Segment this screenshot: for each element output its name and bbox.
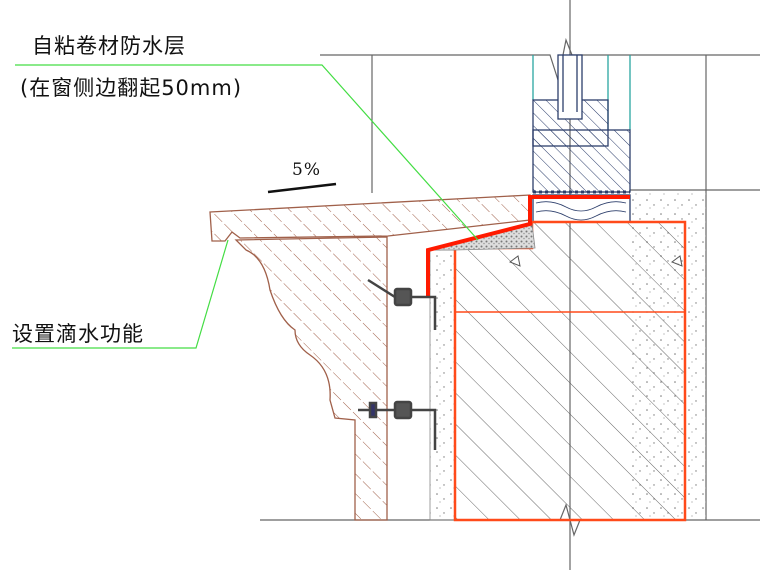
leader-lines xyxy=(12,64,479,349)
slope-arrow-icon xyxy=(267,182,337,194)
anchor-bolt xyxy=(358,278,437,450)
membrane-note: (在窗侧边翻起50mm) xyxy=(20,76,243,100)
waterproof-membrane xyxy=(426,195,630,298)
membrane-label: 自粘卷材防水层 xyxy=(32,34,186,58)
wall-block xyxy=(453,220,687,522)
window-frame xyxy=(532,54,631,223)
drip-label: 设置滴水功能 xyxy=(12,322,144,346)
slope-label: 5% xyxy=(292,160,321,180)
plaster-fill xyxy=(429,249,456,521)
